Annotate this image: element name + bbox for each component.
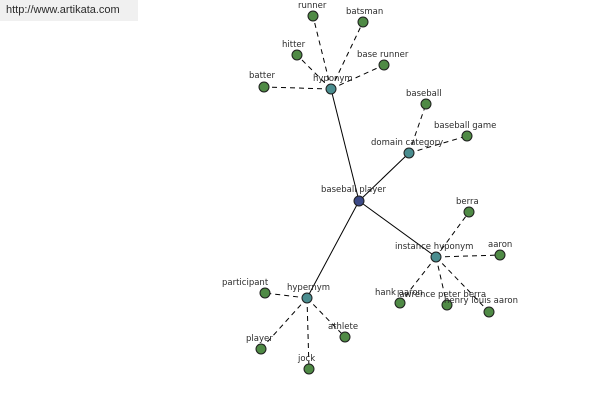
label-batsman[interactable]: batsman <box>346 7 383 17</box>
node-hypernym[interactable] <box>301 292 313 304</box>
edge-hypernym-athlete <box>306 297 346 338</box>
node-batsman[interactable] <box>357 16 369 28</box>
node-runner[interactable] <box>307 10 319 22</box>
label-baseball[interactable]: baseball <box>406 89 442 99</box>
label-henry-louis-aaron[interactable]: henry louis aaron <box>444 296 518 306</box>
edge-instance-henry <box>435 256 490 313</box>
edge-instance-berra <box>435 211 470 258</box>
label-jock[interactable]: jock <box>297 354 315 364</box>
dashed-edges <box>260 15 501 370</box>
label-baseball-game[interactable]: baseball game <box>434 121 496 131</box>
label-root[interactable]: baseball player <box>321 185 387 195</box>
node-athlete[interactable] <box>339 331 351 343</box>
node-henry-louis-aaron[interactable] <box>483 306 495 318</box>
watermark-url[interactable]: http://www.artikata.com <box>0 0 138 21</box>
edge-hyponym-runner <box>312 15 332 90</box>
edge-root-hypernym <box>306 200 360 299</box>
label-batter[interactable]: batter <box>249 71 275 81</box>
edge-hyponym-batter <box>263 86 332 90</box>
node-lawrence-peter-berra[interactable] <box>441 299 453 311</box>
node-player[interactable] <box>255 343 267 355</box>
nodes <box>255 10 506 375</box>
label-participant[interactable]: participant <box>222 278 269 288</box>
edge-instance-aaron <box>435 254 501 258</box>
edge-root-instance-hyponym <box>358 200 437 258</box>
node-domain-category[interactable] <box>403 147 415 159</box>
label-hitter[interactable]: hitter <box>282 40 306 50</box>
solid-edges <box>306 88 437 299</box>
label-lawrence-peter-berra[interactable]: lawrence peter berra <box>397 290 486 300</box>
label-hypernym[interactable]: hypernym <box>287 283 330 293</box>
edge-hypernym-jock <box>306 297 310 370</box>
node-hyponym[interactable] <box>325 83 337 95</box>
label-hyponym[interactable]: hyponym <box>313 74 353 84</box>
edge-root-domain-category <box>358 152 410 202</box>
node-baseball[interactable] <box>420 98 432 110</box>
node-batter[interactable] <box>258 81 270 93</box>
edge-domain-baseball-game <box>408 135 468 154</box>
node-hitter[interactable] <box>291 49 303 61</box>
node-hank-aaron[interactable] <box>394 297 406 309</box>
edge-instance-hank-aaron <box>399 256 437 304</box>
label-player[interactable]: player <box>246 334 273 344</box>
labels: baseball player hyponym domain category … <box>222 1 518 364</box>
label-berra[interactable]: berra <box>456 197 479 207</box>
edge-root-hyponym <box>330 88 360 202</box>
label-hank-aaron[interactable]: hank aaron <box>375 288 423 298</box>
node-jock[interactable] <box>303 363 315 375</box>
node-aaron[interactable] <box>494 249 506 261</box>
label-base-runner[interactable]: base runner <box>357 50 409 60</box>
node-base-runner[interactable] <box>378 59 390 71</box>
label-aaron[interactable]: aaron <box>488 240 512 250</box>
label-instance-hyponym[interactable]: instance hyponym <box>395 242 473 252</box>
node-berra[interactable] <box>463 206 475 218</box>
edge-hypernym-player <box>260 297 308 350</box>
edge-hyponym-batsman <box>330 21 364 90</box>
node-instance-hyponym[interactable] <box>430 251 442 263</box>
label-runner[interactable]: runner <box>298 1 327 11</box>
edge-hypernym-participant <box>264 292 308 299</box>
label-domain-category[interactable]: domain category <box>371 138 443 148</box>
node-root[interactable] <box>353 195 365 207</box>
edge-hyponym-base-runner <box>330 64 385 90</box>
node-baseball-game[interactable] <box>461 130 473 142</box>
edge-hyponym-hitter <box>296 54 332 90</box>
node-participant[interactable] <box>259 287 271 299</box>
label-athlete[interactable]: athlete <box>328 322 358 332</box>
